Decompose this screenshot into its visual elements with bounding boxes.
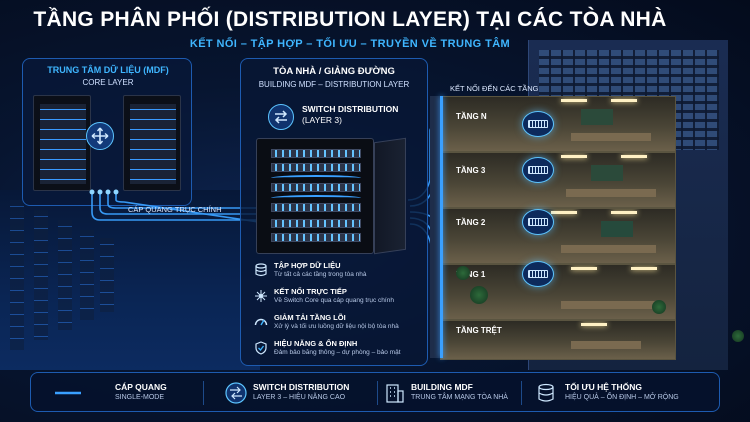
network-hub-icon: [86, 122, 114, 150]
core-server-rack: [123, 95, 181, 191]
feature-name: GIẢM TẢI TẦNG LÕI: [274, 313, 346, 322]
floor-label: TẦNG TRỆT: [456, 326, 502, 335]
floor-switch-icon: [522, 111, 554, 137]
floor-label: TẦNG N: [456, 112, 487, 121]
switch-icon: [225, 382, 247, 404]
mdf-title: TRUNG TÂM DỮ LIỆU (MDF): [47, 65, 169, 75]
switch-layer: (LAYER 3): [302, 115, 342, 125]
legend-desc: TRUNG TÂM MẠNG TÒA NHÀ: [411, 394, 508, 401]
floor-switch-icon: [522, 261, 554, 287]
feature-desc: Từ tất cả các tầng trong tòa nhà: [274, 271, 367, 278]
core-server-rack: [33, 95, 91, 191]
server-rack-row: [34, 210, 48, 340]
floor-label: TẦNG 3: [456, 166, 486, 175]
legend-desc: LAYER 3 – HIỆU NĂNG CAO: [253, 394, 346, 401]
building-panel-title: TÒA NHÀ / GIẢNG ĐƯỜNG: [273, 66, 395, 77]
fiber-line: [107, 192, 272, 209]
building-icon: [386, 384, 404, 403]
fiber-line: [91, 192, 272, 221]
legend-name: SWITCH DISTRIBUTION: [253, 382, 350, 392]
legend-item: TỐI ƯU HỆ THỐNG HIỆU QUẢ – ỔN ĐỊNH – MỞ …: [523, 373, 719, 413]
feature-desc: Về Switch Core qua cáp quang trục chính: [274, 297, 394, 304]
feature-desc: Xử lý và tối ưu luồng dữ liệu nội bộ tòa…: [274, 323, 399, 330]
cabinet-door: [374, 137, 406, 255]
database-icon: [255, 263, 267, 277]
fiber-line-icon: [55, 391, 81, 395]
feature-item: KẾT NỐI TRỰC TIẾP Về Switch Core qua cáp…: [250, 286, 422, 312]
floor-section: [440, 152, 676, 208]
floor-connection-label: KẾT NỐI ĐẾN CÁC TẦNG: [450, 84, 539, 93]
floor-label: TẦNG 2: [456, 218, 486, 227]
tree-decoration: [732, 330, 744, 342]
building-panel-subtitle: BUILDING MDF – DISTRIBUTION LAYER: [258, 80, 410, 89]
feature-name: HIỆU NĂNG & ỔN ĐỊNH: [274, 339, 358, 348]
server-rack-row: [100, 238, 114, 312]
switch-icon: [268, 104, 294, 130]
feature-list: TẬP HỢP DỮ LIỆU Từ tất cả các tầng trong…: [250, 258, 422, 360]
legend-name: CÁP QUANG: [115, 382, 167, 392]
distribution-cabinet: [256, 138, 374, 254]
legend-bar: CÁP QUANG SINGLE-MODE SWITCH DISTRIBUTIO…: [30, 372, 720, 412]
gauge-icon: [254, 318, 268, 326]
floor-section: [440, 320, 676, 360]
legend-name: BUILDING MDF: [411, 382, 473, 392]
backbone-label: CÁP QUANG TRỤC CHÍNH: [128, 205, 222, 214]
feature-name: KẾT NỐI TRỰC TIẾP: [274, 287, 347, 296]
page-subtitle: KẾT NỐI – TẬP HỢP – TỐI ƯU – TRUYỀN VỀ T…: [189, 38, 511, 50]
feature-desc: Đảm bảo băng thông – dự phòng – bảo mật: [274, 349, 401, 356]
switch-name: SWITCH DISTRIBUTION: [302, 104, 399, 114]
mdf-subtitle: CORE LAYER: [82, 78, 134, 87]
fiber-line: [115, 192, 273, 225]
server-rack-row: [58, 220, 72, 330]
server-rack-row: [80, 230, 94, 320]
tree-decoration: [652, 300, 666, 314]
switch-distribution-label: SWITCH DISTRIBUTION (LAYER 3): [302, 104, 422, 126]
network-nodes-icon: [255, 290, 267, 302]
floor-section: [440, 96, 676, 152]
floor-label: TẦNG 1: [456, 270, 486, 279]
legend-desc: HIỆU QUẢ – ỔN ĐỊNH – MỞ RỘNG: [565, 394, 679, 401]
feature-item: HIỆU NĂNG & ỔN ĐỊNH Đảm bảo băng thông –…: [250, 338, 422, 364]
tree-decoration: [456, 266, 470, 280]
tree-decoration: [470, 286, 488, 304]
floor-fiber-trunk: [440, 96, 443, 358]
database-stack-icon: [538, 383, 554, 402]
legend-item: CÁP QUANG SINGLE-MODE: [31, 373, 201, 413]
floor-switch-icon: [522, 209, 554, 235]
fiber-line: [99, 192, 272, 215]
legend-name: TỐI ƯU HỆ THỐNG: [565, 382, 642, 392]
feature-item: TẬP HỢP DỮ LIỆU Từ tất cả các tầng trong…: [250, 260, 422, 286]
shield-check-icon: [255, 341, 267, 355]
feature-name: TẬP HỢP DỮ LIỆU: [274, 261, 341, 270]
floor-section: [440, 208, 676, 264]
legend-item: SWITCH DISTRIBUTION LAYER 3 – HIỆU NĂNG …: [205, 373, 375, 413]
server-rack-row: [10, 200, 24, 350]
feature-item: GIẢM TẢI TẦNG LÕI Xử lý và tối ưu luồng …: [250, 312, 422, 338]
floor-switch-icon: [522, 157, 554, 183]
legend-item: BUILDING MDF TRUNG TÂM MẠNG TÒA NHÀ: [379, 373, 539, 413]
legend-desc: SINGLE-MODE: [115, 394, 165, 401]
page-title: TẦNG PHÂN PHỐI (DISTRIBUTION LAYER) TẠI …: [33, 8, 667, 31]
